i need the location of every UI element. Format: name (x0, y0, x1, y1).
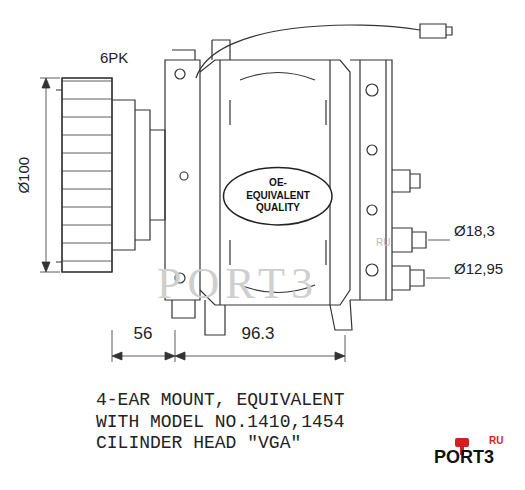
belt-profile: 6PK (100, 50, 128, 67)
badge-text: OE- EQUIVALENT QUALITY (243, 177, 313, 215)
port-diameter: Ø18,3 (454, 223, 495, 240)
caption-note: 4-EAR MOUNT, EQUIVALENT WITH MODEL NO.14… (96, 390, 381, 455)
dimension: 96.3 (241, 325, 274, 344)
watermark: PORT3 (157, 260, 319, 308)
dimension: 56 (134, 325, 153, 344)
logo-text: RU (489, 435, 503, 446)
port-diameter: Ø12,95 (454, 261, 503, 278)
logo-text: PORT3 (434, 448, 494, 468)
quality-badge: OE- EQUIVALENT QUALITY (222, 166, 334, 226)
watermark: RU (376, 237, 390, 248)
pulley-diameter: Ø100 (16, 157, 33, 194)
